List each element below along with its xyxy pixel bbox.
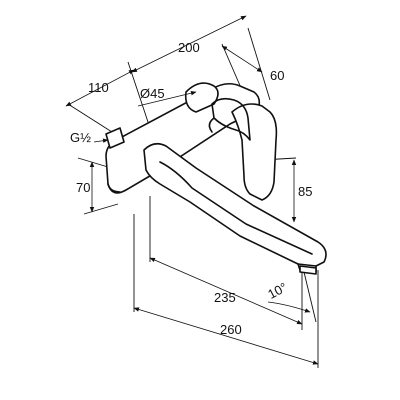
thread-connector [105, 127, 125, 149]
label-235: 235 [214, 290, 236, 305]
label-60: 60 [270, 68, 284, 83]
spout [143, 142, 327, 267]
label-200: 200 [178, 40, 200, 55]
label-85: 85 [298, 184, 312, 199]
aerator-outlet [299, 265, 317, 275]
spout-edge [159, 161, 313, 255]
dim-line-110 [65, 69, 135, 107]
lever-handle [231, 103, 278, 201]
label-angle: 10° [265, 279, 289, 301]
wall-rosette [184, 82, 219, 113]
dim-line-200 [131, 15, 247, 73]
wall-plate [105, 82, 261, 194]
dim-line-45 [137, 91, 197, 107]
dim-line-260 [133, 307, 319, 365]
dim-arc-10 [267, 301, 311, 313]
dim-line-60 [221, 45, 263, 73]
faucet-body [105, 82, 327, 275]
label-260: 260 [220, 322, 242, 337]
label-110: 110 [88, 80, 109, 95]
dimension-lines [65, 15, 319, 365]
dim-line-thread [93, 138, 109, 143]
lever-handle-face [211, 97, 251, 141]
label-70: 70 [76, 180, 90, 195]
wall-plate-edge [107, 183, 121, 193]
lever-handle-top [208, 117, 215, 133]
label-thread: G½ [70, 130, 91, 145]
label-diameter: Ø45 [140, 86, 165, 101]
